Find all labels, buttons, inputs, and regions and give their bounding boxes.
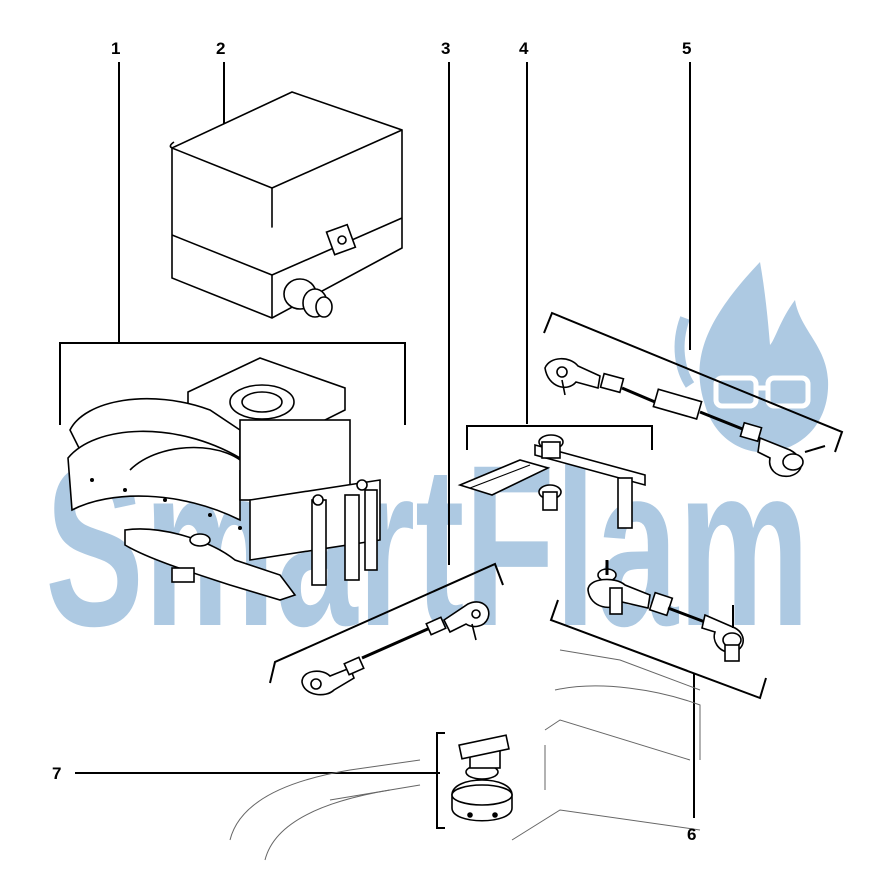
callout-4: 4 (519, 39, 529, 58)
base-assembly (67, 357, 381, 601)
callout-5: 5 (682, 39, 692, 58)
box-latch (325, 223, 357, 256)
cable-rod (301, 601, 490, 696)
callout-2: 2 (216, 39, 226, 58)
linkage-rod-long (544, 357, 826, 478)
cable-gland (283, 278, 333, 318)
burner-fitting (451, 734, 513, 822)
machine-context-outline (229, 649, 701, 861)
callout-1: 1 (111, 39, 121, 58)
callout-6: 6 (687, 825, 697, 844)
slotted-bracket (457, 434, 646, 529)
linkage-rod-short (587, 560, 744, 662)
callout-7: 7 (52, 764, 62, 783)
callout-3: 3 (441, 39, 451, 58)
glasses-icon (713, 375, 811, 409)
control-box (169, 91, 403, 319)
leader-lines (59, 62, 844, 829)
